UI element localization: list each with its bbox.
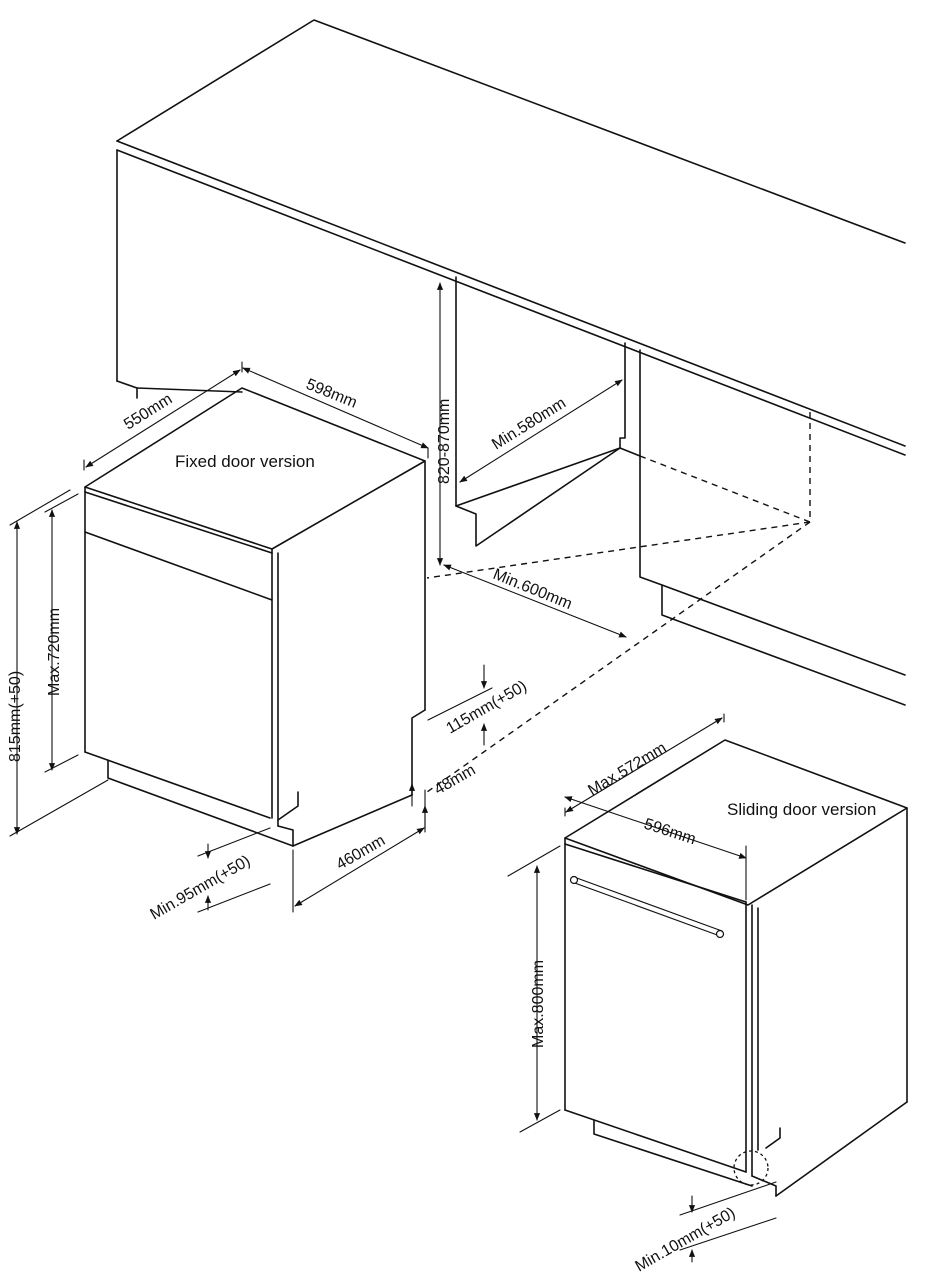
countertop [116, 19, 906, 456]
label-550mm: 550mm [121, 391, 175, 434]
label-max-720mm: Max.720mm [46, 608, 63, 696]
label-max-800mm: Max.800mm [530, 960, 547, 1048]
fixed-door-title: Fixed door version [175, 452, 315, 471]
sliding-door-dishwasher [564, 739, 908, 1197]
cavity-dashed-outline [426, 412, 811, 793]
label-min-600mm: Min.600mm [491, 566, 575, 613]
label-max-572mm: Max.572mm [585, 740, 669, 800]
label-460mm: 460mm [334, 832, 389, 873]
label-min-10mm: Min.10mm(+50) [633, 1204, 739, 1275]
label-min-95mm: Min.95mm(+50) [148, 852, 254, 923]
left-cabinet [116, 380, 243, 399]
label-48mm: 48mm [432, 762, 479, 799]
dimension-lines [9, 282, 777, 1263]
sliding-door-title: Sliding door version [727, 800, 876, 819]
label-596mm: 596mm [642, 816, 698, 849]
label-min-580mm: Min.580mm [489, 395, 569, 454]
right-cabinet [639, 349, 906, 706]
label-115mm: 115mm(+50) [444, 678, 530, 738]
label-820-870mm: 820-870mm [436, 399, 453, 484]
label-815mm: 815mm(+50) [7, 671, 24, 762]
